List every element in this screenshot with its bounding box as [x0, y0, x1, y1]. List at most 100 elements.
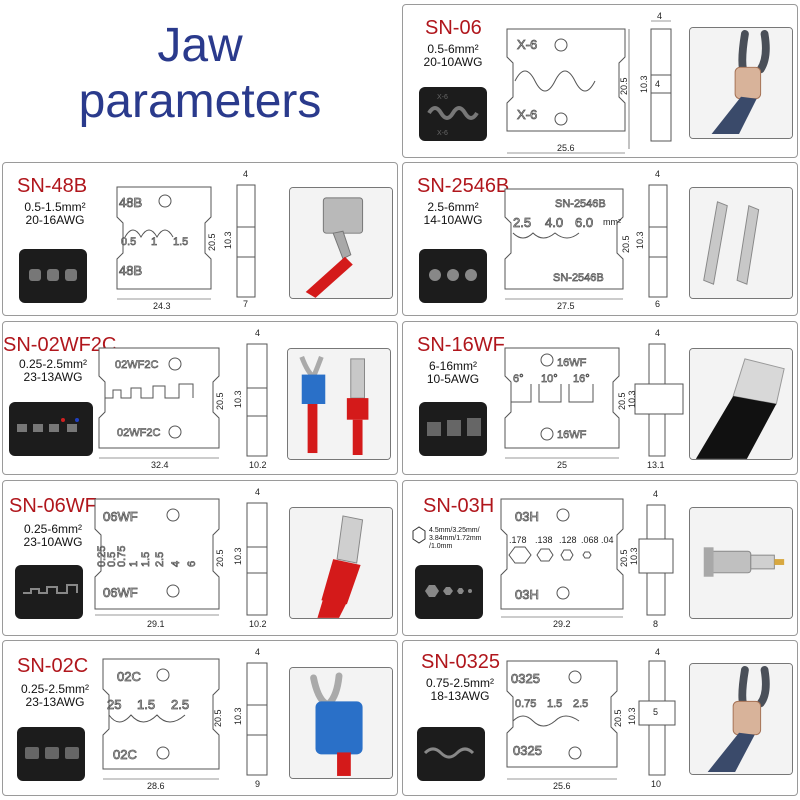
model-name: SN-06WF	[9, 495, 97, 517]
dim-thickness-top: 4	[255, 487, 260, 497]
model-name: SN-0325	[421, 651, 500, 673]
range-awg: 18-13AWG	[430, 689, 490, 703]
dim-base: 6	[655, 299, 660, 309]
range-mm: 0.5-1.5mm²	[24, 200, 86, 214]
dim-center: 10.3	[223, 231, 233, 249]
size-label: 1	[151, 236, 157, 248]
range-mm: 0.25-2.5mm²	[18, 357, 88, 371]
model-name: SN-02WF2C	[3, 334, 117, 356]
dim-base: 9	[255, 779, 260, 789]
die-front-drawing: 48B 48B 0.5 1 1.5 24.3 20.5	[111, 169, 219, 311]
die-label-top: 03H	[515, 509, 539, 524]
dim-thickness-top: 4	[655, 328, 660, 338]
dim-height: 20.5	[617, 392, 627, 410]
die-front-drawing: 06WF 06WF 0.25 0.5 0.75 1 1.5 2.5 4 6 29…	[91, 489, 225, 629]
size-label: 0.5	[121, 236, 136, 248]
dim-slot: 5	[653, 707, 658, 717]
range-awg: 20-16AWG	[25, 213, 85, 227]
wire-range: 0.25-6mm² 23-10AWG	[11, 523, 95, 549]
panel-sn-16wf: SN-16WF 6-16mm² 10-5AWG 16WF 16WF 6° 10°…	[402, 321, 798, 475]
terminal-photo	[289, 667, 393, 779]
terminal-photo	[689, 27, 793, 139]
range-mm: 0.5-6mm²	[427, 42, 479, 56]
range-mm: 2.5-6mm²	[427, 200, 479, 214]
range-awg: 23-10AWG	[23, 535, 83, 549]
die-label-bottom: 03H	[515, 587, 539, 602]
wire-range: 2.5-6mm² 14-10AWG	[415, 201, 491, 227]
die-side-drawing: 4 10.3 4	[635, 11, 687, 149]
model-name: SN-03H	[423, 495, 495, 517]
wire-range: 0.5-6mm² 20-10AWG	[415, 43, 491, 69]
panel-sn-02wf2c: SN-02WF2C 0.25-2.5mm² 23-13AWG 02WF2C 02…	[2, 321, 398, 475]
dim-thickness-top: 4	[255, 328, 260, 338]
range-awg: 10-5AWG	[426, 372, 480, 386]
size-label: 4.0	[545, 215, 563, 230]
die-photo	[413, 561, 485, 623]
size-label: 4	[170, 561, 182, 567]
size-label: 25	[107, 697, 121, 712]
die-side-drawing: 4 10.3 10.2	[229, 328, 281, 470]
dim-width: 29.1	[147, 619, 165, 629]
terminal-photo	[287, 348, 391, 460]
size-label: 1	[128, 561, 140, 567]
die-front-drawing: 0325 0325 0.75 1.5 2.5 25.6 20.5	[503, 649, 623, 791]
die-label-bottom: SN-2546B	[553, 272, 604, 284]
size-label: 2.5	[573, 698, 588, 710]
dim-height: 20.5	[621, 235, 631, 253]
dim-height: 20.5	[215, 392, 225, 410]
dim-thickness-top: 4	[255, 647, 260, 657]
title-line-2: parameters	[78, 75, 322, 128]
size-label: 2.5	[171, 697, 189, 712]
dim-base: 7	[243, 299, 248, 309]
terminal-photo	[289, 507, 393, 619]
size-label: .178	[509, 535, 527, 545]
panel-sn-02c: SN-02C 0.25-2.5mm² 23-13AWG 02C 02C 25 1…	[2, 640, 398, 796]
die-label-top: X-6	[517, 37, 537, 52]
die-photo	[7, 398, 95, 460]
die-photo	[415, 723, 487, 785]
hex-size-list: 4.5mm/3.25mm/ 3.84mm/1.72mm /1.0mm	[407, 523, 499, 553]
die-label-bottom: 06WF	[103, 585, 138, 600]
die-photo	[417, 245, 489, 307]
size-label: .04	[601, 535, 614, 545]
die-front-drawing: 16WF 16WF 6° 10° 16° 25 20.5	[499, 328, 627, 470]
die-label-top: 0325	[511, 671, 540, 686]
dim-base: 10	[651, 779, 661, 789]
die-side-drawing: 4 10.3 9	[229, 647, 281, 789]
size-label: 1.5	[137, 697, 155, 712]
dim-width: 29.2	[553, 619, 571, 629]
terminal-photo	[289, 187, 393, 299]
dim-center: 10.3	[639, 75, 649, 93]
die-side-drawing: 4 10.3 6	[631, 169, 683, 309]
die-photo	[417, 398, 489, 460]
size-label: 1.5	[547, 698, 562, 710]
size-label: 2.5	[513, 215, 531, 230]
die-side-drawing: 4 10.3 13.1	[627, 328, 689, 470]
die-label-top: 48B	[119, 195, 142, 210]
range-awg: 23-13AWG	[23, 370, 83, 384]
range-awg: 23-13AWG	[25, 695, 85, 709]
size-label: 0.25	[96, 546, 108, 567]
size-label: 0.5	[106, 552, 118, 567]
wire-range: 0.25-2.5mm² 23-13AWG	[13, 683, 97, 709]
dim-height: 20.5	[215, 549, 225, 567]
panel-sn-2546b: SN-2546B 2.5-6mm² 14-10AWG SN-2546B SN-2…	[402, 162, 798, 316]
dim-height: 20.5	[613, 709, 623, 727]
terminal-photo	[689, 507, 793, 619]
dim-base: 10.2	[249, 619, 267, 629]
model-name: SN-16WF	[417, 334, 505, 356]
die-side-drawing: 4 5 10.3 10	[627, 647, 685, 789]
model-name: SN-48B	[17, 175, 88, 197]
dim-width: 24.3	[153, 301, 171, 311]
size-label: 0.75	[515, 698, 536, 710]
size-label: 1.5	[173, 236, 188, 248]
hexagon-icon	[412, 526, 426, 544]
dim-width: 32.4	[151, 460, 169, 470]
range-mm: 0.75-2.5mm²	[425, 676, 495, 690]
die-side-drawing: 4 10.3 7	[219, 169, 271, 309]
svg-text:X-6: X-6	[437, 130, 448, 137]
hex-size-line: /1.0mm	[429, 543, 453, 550]
dim-width: 25.6	[557, 143, 575, 153]
dim-center: 10.3	[627, 707, 637, 725]
svg-text:X-6: X-6	[437, 94, 448, 101]
